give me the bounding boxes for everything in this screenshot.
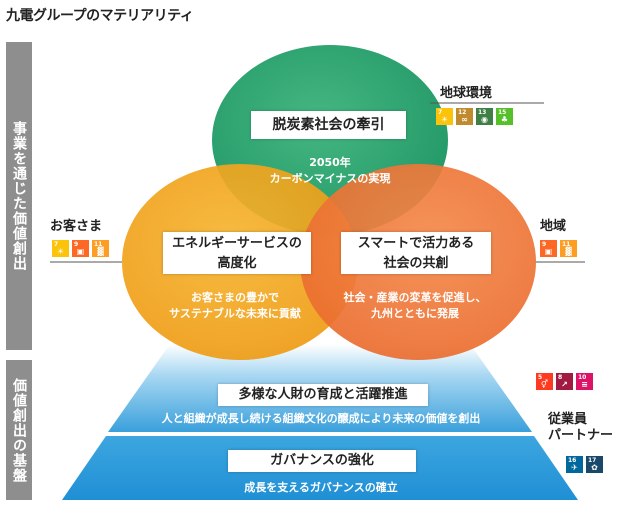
sdg-goal-number: 13 — [478, 109, 487, 116]
label-smart-society: スマートで活力ある 社会の共創 — [341, 232, 491, 274]
sub-human-resources: 人と組織が成長し続ける組織文化の醸成により未来の価値を創出 — [161, 412, 481, 425]
sdg-goal-number: 8 — [558, 374, 563, 381]
city-icon: ▓ — [565, 247, 572, 256]
sdg-goal-9-tile: 9▣ — [72, 240, 89, 257]
page-title: 九電グループのマテリアリティ — [6, 8, 194, 24]
sdg-goal-number: 15 — [498, 109, 507, 116]
sdg-row-customers: 7☀9▣11▓ — [52, 240, 109, 257]
growth-icon: ↗ — [561, 380, 568, 389]
eye-globe-icon: ◉ — [481, 115, 488, 124]
cubes-icon: ▣ — [544, 247, 553, 256]
sub-governance: 成長を支えるガバナンスの確立 — [244, 481, 398, 494]
sub-smart-society-line2: 九州とともに発展 — [371, 307, 459, 320]
stakeholder-employees-line1: 従業員 — [548, 412, 588, 427]
sdg-row-environment: 7☀12∞13◉15♣ — [436, 108, 513, 125]
sdg-goal-10-tile: 10≡ — [576, 373, 593, 390]
sun-icon: ☀ — [440, 115, 449, 124]
sdg-goal-number: 12 — [458, 109, 467, 116]
label-human-resources: 多様な人財の育成と活躍推進 — [218, 384, 428, 406]
side-label-foundation: 価値創出の基盤 — [6, 360, 32, 500]
label-energy-services-line1: エネルギーサービスの — [172, 236, 302, 251]
city-icon: ▓ — [97, 247, 104, 256]
label-smart-society-line2: 社会の共創 — [383, 256, 449, 271]
sub-smart-society-line1: 社会・産業の変革を促進し、 — [343, 291, 487, 304]
label-energy-services: エネルギーサービスの 高度化 — [163, 232, 311, 274]
sdg-goal-number: 11 — [562, 241, 571, 248]
gender-icon: ⚥ — [540, 380, 549, 389]
sdg-goal-15-tile: 15♣ — [496, 108, 513, 125]
stakeholder-region: 地域 — [540, 219, 567, 234]
sub-decarbonization-line1: 2050年 — [309, 156, 351, 169]
sdg-goal-16-tile: 16✈ — [566, 456, 583, 473]
stakeholder-environment: 地球環境 — [440, 86, 493, 101]
sdg-goal-7-tile: 7☀ — [436, 108, 453, 125]
sdg-goal-11-tile: 11▓ — [92, 240, 109, 257]
sdg-row-region: 9▣11▓ — [540, 240, 577, 257]
sdg-goal-8-tile: 8↗ — [556, 373, 573, 390]
sub-energy-services: お客さまの豊かで サステナブルな未来に貢献 — [145, 290, 325, 322]
stakeholder-employees-line2: パートナー — [548, 428, 614, 443]
sdg-goal-number: 7 — [438, 109, 443, 116]
stakeholder-customers: お客さま — [50, 219, 103, 234]
equality-icon: ≡ — [581, 380, 588, 389]
sub-smart-society: 社会・産業の変革を促進し、 九州とともに発展 — [330, 290, 500, 322]
sdg-goal-number: 10 — [578, 374, 587, 381]
sdg-goal-12-tile: 12∞ — [456, 108, 473, 125]
label-energy-services-line2: 高度化 — [217, 256, 257, 271]
sub-decarbonization-line2: カーボンマイナスの実現 — [269, 172, 391, 185]
label-decarbonization: 脱炭素社会の牽引 — [251, 111, 406, 139]
label-smart-society-line1: スマートで活力ある — [357, 236, 475, 251]
sdg-goal-number: 17 — [588, 457, 597, 464]
sub-energy-services-line2: サステナブルな未来に貢献 — [169, 307, 301, 320]
sdg-goal-number: 16 — [568, 457, 577, 464]
sun-icon: ☀ — [56, 247, 65, 256]
flower-icon: ✿ — [591, 463, 598, 472]
sdg-goal-number: 9 — [74, 241, 79, 248]
sdg-goal-13-tile: 13◉ — [476, 108, 493, 125]
infinity-icon: ∞ — [461, 115, 468, 124]
stakeholder-employees: 従業員 パートナー — [548, 412, 613, 444]
sdg-row-employees-bottom: 16✈17✿ — [566, 456, 603, 473]
sub-energy-services-line1: お客さまの豊かで — [191, 291, 279, 304]
dove-icon: ✈ — [571, 463, 578, 472]
sdg-goal-9-tile: 9▣ — [540, 240, 557, 257]
sdg-goal-number: 11 — [94, 241, 103, 248]
sdg-row-employees-top: 5⚥8↗10≡ — [536, 373, 593, 390]
sdg-goal-11-tile: 11▓ — [560, 240, 577, 257]
sdg-goal-number: 5 — [538, 374, 543, 381]
sdg-goal-7-tile: 7☀ — [52, 240, 69, 257]
tree-icon: ♣ — [500, 115, 509, 124]
side-label-value-creation: 事業を通じた価値創出 — [6, 42, 32, 350]
cubes-icon: ▣ — [76, 247, 85, 256]
sdg-goal-5-tile: 5⚥ — [536, 373, 553, 390]
sdg-goal-17-tile: 17✿ — [586, 456, 603, 473]
label-governance: ガバナンスの強化 — [228, 450, 416, 472]
sdg-goal-number: 7 — [54, 241, 59, 248]
sdg-goal-number: 9 — [542, 241, 547, 248]
sub-decarbonization: 2050年 カーボンマイナスの実現 — [240, 155, 420, 187]
